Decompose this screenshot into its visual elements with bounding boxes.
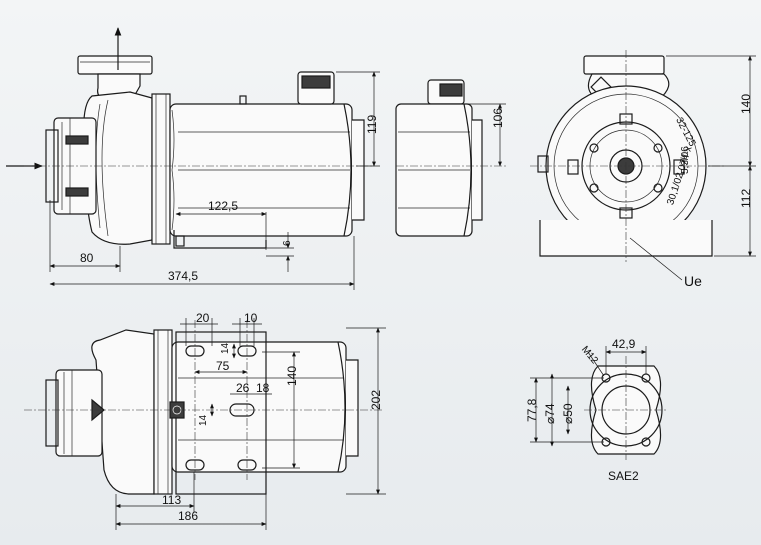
dim-106: 106 <box>491 108 505 128</box>
top-view: 20 10 14 75 140 26 18 14 202 113 186 <box>24 311 386 530</box>
dim-14-b: 14 <box>198 414 209 426</box>
dim-10: 10 <box>244 311 258 325</box>
front-view: 32-125 30,1/02,074-x 5,3/06 140 112 Ue <box>530 50 756 289</box>
dim-122-5: 122,5 <box>208 199 238 213</box>
dim-140-front: 140 <box>739 94 753 114</box>
dim-14-a: 14 <box>220 342 231 354</box>
dim-140-top: 140 <box>285 366 299 386</box>
dim-6: 6 <box>282 240 293 246</box>
dim-112: 112 <box>739 189 753 208</box>
dim-202: 202 <box>369 390 383 410</box>
sae-flange-view: 42,9 M12 77,8 ⌀74 ⌀50 SAE2 <box>525 337 668 483</box>
flange-label-sae2: SAE2 <box>608 469 639 483</box>
label-version: 5,3/06 <box>680 146 691 174</box>
end-view: 106 <box>395 79 506 237</box>
dim-20: 20 <box>196 311 210 325</box>
dim-119: 119 <box>365 115 379 134</box>
dim-186: 186 <box>178 509 198 523</box>
side-view: 80 374,5 122,5 6 119 <box>6 27 380 290</box>
port-label-ue: Ue <box>684 273 702 289</box>
dim-18: 18 <box>256 381 270 395</box>
dim-374-5: 374,5 <box>168 269 198 283</box>
dim-dia-50: ⌀50 <box>561 403 575 424</box>
dim-42-9: 42,9 <box>612 337 636 351</box>
thread-m12: M12 <box>579 344 600 366</box>
dim-dia-74: ⌀74 <box>543 403 557 424</box>
dim-77-8: 77,8 <box>525 398 539 422</box>
dim-75: 75 <box>216 359 230 373</box>
dim-80: 80 <box>80 251 94 265</box>
dim-26: 26 <box>236 381 250 395</box>
dim-113: 113 <box>162 493 181 507</box>
